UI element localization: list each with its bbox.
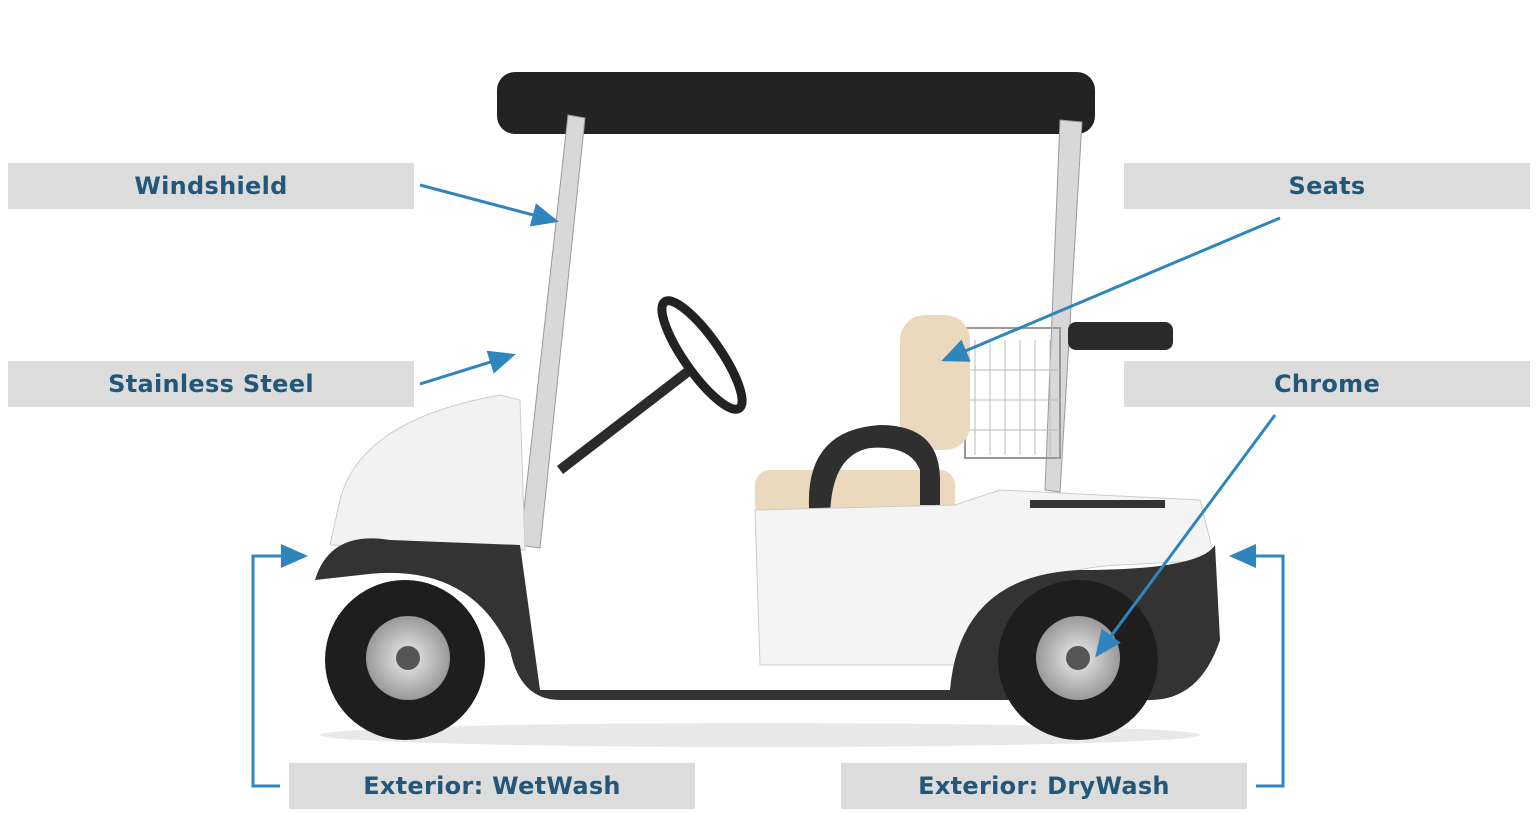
chrome-label: Chrome — [1124, 361, 1530, 407]
basket — [964, 327, 1061, 459]
roof — [497, 72, 1095, 134]
front-strut — [519, 114, 586, 549]
stainless-steel-arrow — [419, 350, 516, 386]
exterior-drywash-label: Exterior: DryWash — [841, 763, 1247, 809]
rear-strut — [1044, 119, 1083, 493]
exterior-wetwash-label: Exterior: WetWash — [289, 763, 695, 809]
wetwash-bracket-arrow — [251, 544, 308, 788]
drywash-bracket-arrow — [1229, 544, 1285, 788]
windshield-arrow — [419, 183, 559, 227]
chassis — [315, 538, 1220, 700]
seats-arrow — [941, 216, 1281, 362]
stainless-steel-label: Stainless Steel — [8, 361, 414, 407]
chrome-arrow — [1095, 414, 1277, 658]
seat-back — [900, 315, 970, 450]
front-wheel — [325, 580, 485, 740]
windshield-label: Windshield — [8, 163, 414, 209]
seats-label: Seats — [1124, 163, 1530, 209]
